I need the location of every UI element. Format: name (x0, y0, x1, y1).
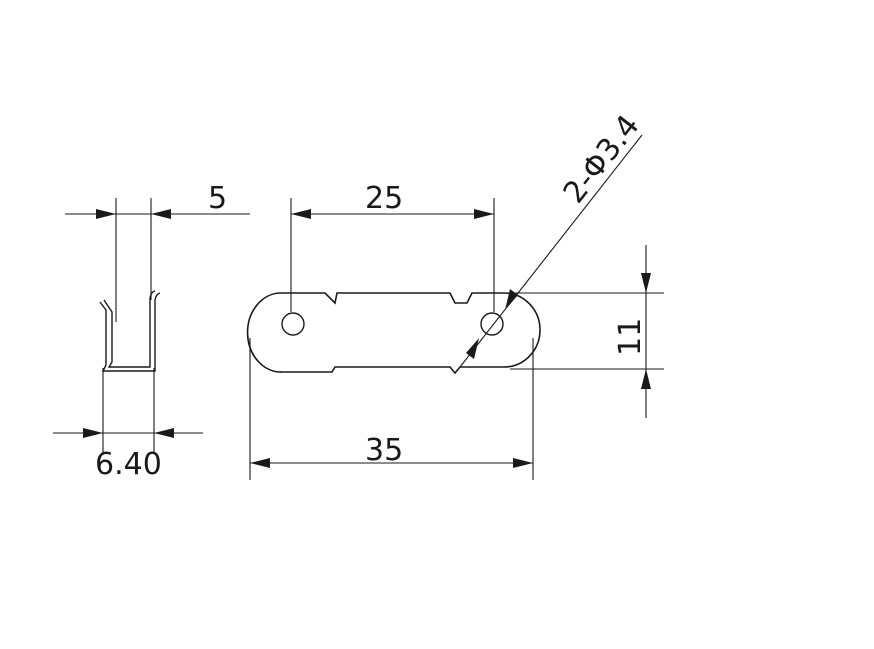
side-view-inner-profile (103, 290, 156, 368)
dim-thickness-arrow-left (96, 209, 116, 219)
dim-height-label: 11 (613, 318, 648, 356)
dim-side-width-label: 6.40 (95, 447, 162, 482)
hole-callout-arrow-lower (466, 338, 479, 359)
dim-thickness-label: 5 (208, 181, 227, 216)
dim-side-width-arrow-right (154, 428, 174, 438)
mounting-hole-right (480, 312, 504, 336)
side-view-outer-profile (99, 292, 161, 372)
dim-overall-length-arrow-right (513, 458, 533, 468)
dim-hole-spacing-arrow-right (474, 209, 494, 219)
side-view: 5 6.40 (53, 181, 250, 482)
dim-height-arrow-top (641, 273, 651, 293)
front-view: 25 35 11 2-Φ3.4 (246, 109, 664, 480)
hole-callout-label: 2-Φ3.4 (557, 109, 647, 210)
dim-overall-length-arrow-left (250, 458, 270, 468)
dim-thickness-arrow-right (151, 209, 171, 219)
dim-side-width-arrow-left (83, 428, 103, 438)
hole-callout-leader (459, 134, 643, 368)
dim-hole-spacing-arrow-left (291, 209, 311, 219)
dim-height-arrow-bottom (641, 369, 651, 389)
mounting-hole-left (281, 312, 305, 336)
hole-callout-arrow-upper (505, 289, 518, 310)
dim-hole-spacing-label: 25 (365, 181, 403, 216)
dim-overall-length-label: 35 (365, 433, 403, 468)
